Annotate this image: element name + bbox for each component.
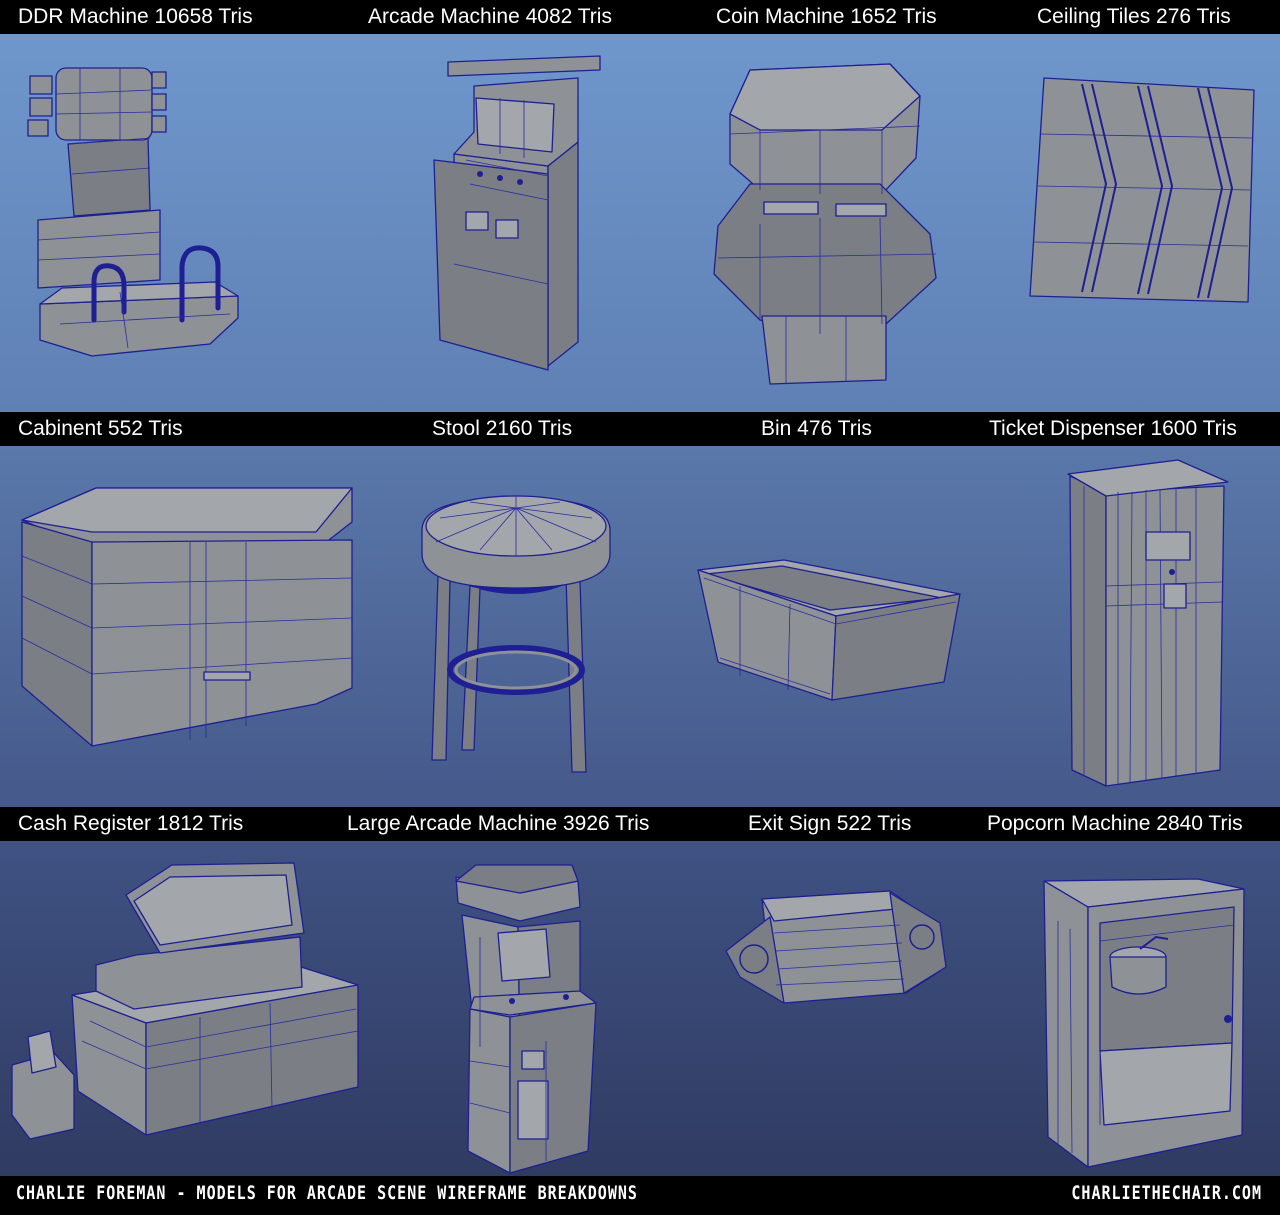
row-1-render bbox=[0, 34, 1280, 412]
row-3-label-bar: Cash Register 1812 Tris Large Arcade Mac… bbox=[0, 807, 1280, 841]
row-1-viewport bbox=[0, 34, 1280, 412]
footer-credit: CHARLIE FOREMAN - MODELS FOR ARCADE SCEN… bbox=[16, 1181, 638, 1205]
ceiling-tiles-model bbox=[1029, 77, 1255, 303]
row-3-viewport bbox=[0, 841, 1280, 1176]
row-2-viewport bbox=[0, 446, 1280, 807]
label-bin: Bin 476 Tris bbox=[761, 417, 872, 440]
bin-model bbox=[697, 559, 961, 701]
large-arcade-machine-model bbox=[455, 864, 597, 1174]
label-large-arcade-machine: Large Arcade Machine 3926 Tris bbox=[347, 812, 650, 835]
cabinet-model bbox=[21, 487, 353, 747]
label-arcade-machine: Arcade Machine 4082 Tris bbox=[368, 5, 612, 28]
row-2-render bbox=[0, 446, 1280, 807]
ticket-dispenser-model bbox=[1067, 459, 1229, 787]
ddr-machine-model bbox=[27, 67, 239, 357]
popcorn-machine-model bbox=[1043, 878, 1245, 1168]
label-ticket-dispenser: Ticket Dispenser 1600 Tris bbox=[989, 417, 1237, 440]
label-coin-machine: Coin Machine 1652 Tris bbox=[716, 5, 937, 28]
label-stool: Stool 2160 Tris bbox=[432, 417, 573, 440]
footer-website: CHARLIETHECHAIR.COM bbox=[1071, 1181, 1262, 1205]
arcade-machine-model bbox=[433, 55, 601, 371]
exit-sign-model bbox=[725, 890, 947, 1004]
label-popcorn-machine: Popcorn Machine 2840 Tris bbox=[987, 812, 1243, 835]
row-3-render bbox=[0, 841, 1280, 1176]
row-1-label-bar: DDR Machine 10658 Tris Arcade Machine 40… bbox=[0, 0, 1280, 34]
coin-machine-model bbox=[713, 63, 937, 385]
label-cabinent: Cabinent 552 Tris bbox=[18, 417, 183, 440]
cash-register-model bbox=[11, 862, 359, 1140]
label-ddr-machine: DDR Machine 10658 Tris bbox=[18, 5, 253, 28]
stool-model bbox=[421, 495, 611, 773]
label-ceiling-tiles: Ceiling Tiles 276 Tris bbox=[1037, 5, 1231, 28]
row-2-label-bar: Cabinent 552 Tris Stool 2160 Tris Bin 47… bbox=[0, 412, 1280, 446]
label-exit-sign: Exit Sign 522 Tris bbox=[748, 812, 912, 835]
footer-bar: CHARLIE FOREMAN - MODELS FOR ARCADE SCEN… bbox=[0, 1176, 1280, 1211]
label-cash-register: Cash Register 1812 Tris bbox=[18, 812, 244, 835]
